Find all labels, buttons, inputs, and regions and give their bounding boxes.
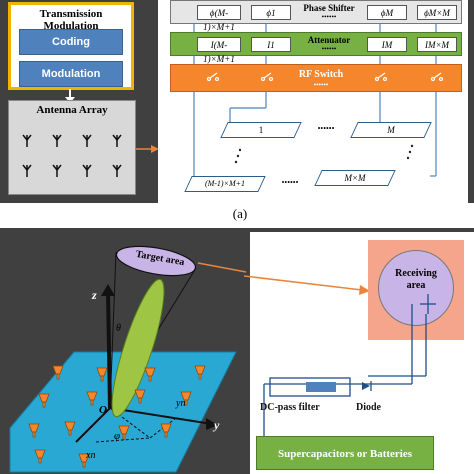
rf-switch-dots: •••••• [313, 81, 329, 89]
subfigure-label-a: (a) [232, 206, 248, 221]
phase-cell-2: ϕ1 [251, 5, 291, 20]
xn-label: xn [86, 450, 96, 461]
horn-antenna [118, 425, 130, 440]
phase-cell-3: ϕM [367, 5, 407, 20]
target-area [115, 245, 197, 277]
rf-switch-title: RF Switch [298, 69, 344, 80]
origin-label: O [99, 404, 107, 416]
z-axis [106, 291, 112, 409]
phase-cell-4: ϕM×M [417, 5, 457, 20]
attenuator-dots: •••••• [321, 45, 337, 53]
antenna-element [112, 164, 122, 177]
transmission-modulation-box: Transmission Modulation Coding Modulatio… [8, 2, 134, 90]
feed-lines [193, 24, 437, 183]
antenna-element [52, 164, 62, 177]
receiver-panel: Receiving area DC-pass filter Diode Supe… [244, 232, 474, 474]
element-plate-mm1: (M-1)×M+1 [184, 176, 266, 192]
incoming-arrow [244, 275, 370, 295]
target-to-receiver-arrow [197, 262, 247, 273]
coding-block: Coding [19, 29, 123, 55]
diode-symbol [362, 382, 370, 390]
diode-label: Diode [356, 402, 381, 413]
axis-y-label: y [214, 418, 220, 432]
dc-filter-label: DC-pass filter [260, 402, 320, 413]
horn-antenna [86, 391, 98, 406]
phase-shifter-title: Phase Shifter [303, 3, 355, 13]
horn-antenna [96, 367, 108, 382]
attenuator-cell-3: IM [367, 37, 407, 52]
plate-bottom-dots: •••••• [281, 178, 299, 187]
modulation-block: Modulation [19, 61, 123, 87]
horn-antenna [52, 365, 64, 380]
x-axis [75, 407, 111, 443]
rf-switch-bar: RF Switch •••••• [170, 64, 462, 92]
horn-antenna [64, 421, 76, 436]
horn-antenna [78, 453, 90, 468]
receiver-circuit [263, 294, 436, 441]
antenna-array-box: Antenna Array [8, 100, 136, 195]
plate-1-label: 1 [258, 125, 264, 135]
horn-antenna [160, 423, 172, 438]
receiving-area-label: Receiving area [395, 268, 437, 291]
element-plate-m: M [350, 122, 432, 138]
phase-shifter-bar: ϕ(M-1)×M+1 ϕ1 ϕM ϕM×M Phase Shifter ••••… [170, 0, 462, 32]
attenuator-cell-1: I(M-1)×M+1 [197, 37, 241, 64]
antenna-element [22, 134, 32, 147]
antenna-array-grid [22, 134, 122, 177]
plate-m-label: M [387, 125, 395, 135]
antenna-element [82, 164, 92, 177]
axis-z-label: z [92, 288, 97, 302]
horn-antenna [28, 423, 40, 438]
attenuator-bar: I(M-1)×M+1 I1 IM IM×M Attenuator •••••• [170, 32, 462, 64]
phase-cell-1: ϕ(M-1)×M+1 [197, 5, 241, 32]
switch-symbols [206, 72, 444, 82]
beam-scene [9, 245, 247, 473]
horn-antenna [180, 391, 192, 406]
theta-label: θ [116, 323, 121, 334]
plate-mxm-label: M×M [344, 173, 366, 183]
attenuator-title: Attenuator [307, 35, 351, 45]
horn-antenna [34, 449, 46, 464]
antenna-array-title: Antenna Array [36, 104, 108, 116]
arrow-to-rf-chain [136, 145, 159, 153]
plate-top-dots: •••••• [317, 124, 335, 133]
horn-antenna [38, 393, 50, 408]
storage-box: Supercapacitors or Batteries [256, 436, 434, 470]
attenuator-cell-4: IM×M [417, 37, 457, 52]
element-plate-1: 1 [220, 122, 302, 138]
element-plate-mxm: M×M [314, 170, 396, 186]
antenna-element [112, 134, 122, 147]
horn-antenna [134, 389, 146, 404]
receiving-area-circle [378, 250, 454, 326]
antenna-element [82, 134, 92, 147]
y-axis [109, 407, 213, 425]
phase-shifter-dots: •••••• [321, 13, 337, 21]
phi-label: φ [114, 430, 121, 442]
antenna-element [52, 134, 62, 147]
plate-mm1-label: (M-1)×M+1 [204, 179, 246, 188]
attenuator-cell-2: I1 [251, 37, 291, 52]
rf-chain-panel: ϕ(M-1)×M+1 ϕ1 ϕM ϕM×M Phase Shifter ••••… [158, 0, 468, 203]
horn-antenna [144, 367, 156, 382]
horn-antenna [194, 365, 206, 380]
antenna-element [22, 164, 32, 177]
beam-lobe [111, 278, 165, 418]
yn-label: yn [176, 398, 186, 409]
